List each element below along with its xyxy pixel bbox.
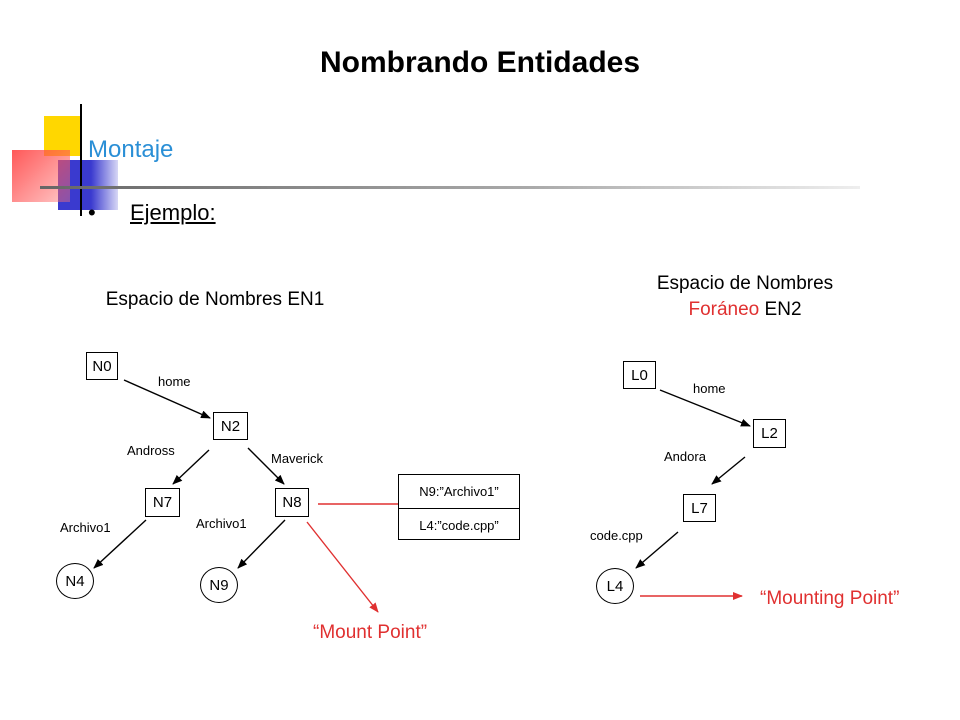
mount-table-row-l4: L4:”code.cpp” bbox=[399, 508, 519, 541]
node-n7: N7 bbox=[145, 488, 180, 517]
decor-yellow-square bbox=[44, 116, 82, 156]
decor-red-square bbox=[12, 150, 70, 202]
en2-foreign-word: Foráneo bbox=[688, 299, 760, 320]
edge-n2-n8 bbox=[247, 447, 285, 485]
bullet-glyph: • bbox=[88, 200, 96, 225]
mount-point-arrow bbox=[306, 521, 379, 613]
node-l0: L0 bbox=[623, 361, 656, 389]
node-l7: L7 bbox=[683, 494, 716, 522]
node-n0: N0 bbox=[86, 352, 118, 380]
section-heading: Montaje bbox=[88, 136, 174, 163]
edge-l7-l4 bbox=[635, 531, 679, 569]
node-l2: L2 bbox=[753, 419, 786, 448]
edge-n7-n4 bbox=[93, 519, 147, 569]
edge-label-maverick: Maverick bbox=[271, 451, 324, 466]
en2-label-line1: Espacio de Nombres bbox=[656, 273, 834, 294]
mount-table-row-n9: N9:”Archivo1” bbox=[419, 484, 499, 499]
en2-label-line2: Foráneo EN2 bbox=[610, 297, 880, 323]
node-n8: N8 bbox=[275, 488, 309, 517]
edge-label-archivo1-right: Archivo1 bbox=[196, 516, 247, 531]
mount-table: N9:”Archivo1” L4:”code.cpp” bbox=[398, 474, 520, 540]
mount-point-label: “Mount Point” bbox=[313, 622, 428, 643]
edge-label-home: home bbox=[158, 374, 191, 389]
edge-n0-n2 bbox=[123, 379, 211, 419]
mounting-point-label: “Mounting Point” bbox=[760, 588, 900, 609]
node-l4: L4 bbox=[596, 568, 634, 604]
decor-vertical-line bbox=[80, 104, 82, 216]
node-n2: N2 bbox=[213, 412, 248, 440]
edge-n2-n7 bbox=[172, 449, 210, 485]
decor-ornament bbox=[0, 0, 130, 230]
edge-l2-l7 bbox=[711, 456, 746, 485]
node-n4: N4 bbox=[56, 563, 94, 599]
edge-l0-l2 bbox=[659, 389, 751, 427]
edge-n8-n9 bbox=[237, 519, 286, 569]
en1-label: Espacio de Nombres EN1 bbox=[105, 289, 325, 310]
en2-id: EN2 bbox=[764, 299, 802, 320]
slide-title: Nombrando Entidades bbox=[319, 46, 641, 79]
edge-label-andora: Andora bbox=[664, 449, 706, 464]
edge-label-codecpp: code.cpp bbox=[590, 528, 643, 543]
header-rule bbox=[40, 186, 860, 189]
edge-label-archivo1-left: Archivo1 bbox=[60, 520, 111, 535]
example-subheading: Ejemplo: bbox=[130, 200, 216, 225]
node-n9: N9 bbox=[200, 567, 238, 603]
en2-label: Espacio de Nombres Foráneo EN2 bbox=[610, 271, 880, 323]
edge-label-andross: Andross bbox=[127, 443, 175, 458]
edge-label-home-en2: home bbox=[693, 381, 726, 396]
